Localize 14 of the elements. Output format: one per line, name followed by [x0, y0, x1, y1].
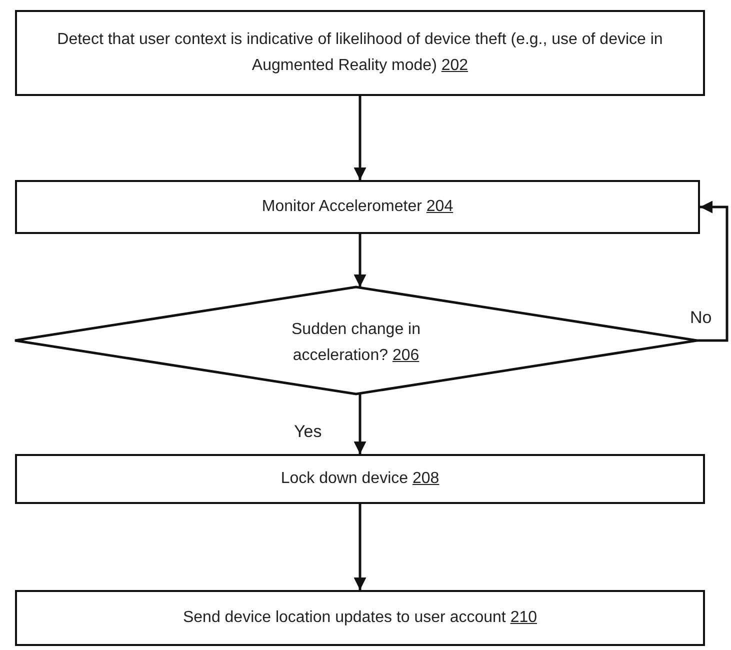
- step-label: Detect that user context is indicative of likelihood of device theft (e.g., use of device in Augmented Reality mode) 202: [56, 30, 664, 76]
- process-box: [15, 180, 700, 234]
- arrow: [354, 234, 366, 287]
- decision-label: Sudden change in acceleration? 206: [290, 320, 422, 366]
- process-box: [15, 10, 705, 96]
- step-label: Send device location updates to user account 210: [182, 608, 538, 628]
- process-box: [15, 454, 705, 504]
- arrow: [354, 394, 366, 454]
- step-label: Monitor Accelerometer 204: [262, 197, 454, 218]
- process-box: [15, 590, 705, 646]
- step-label: Lock down device 208: [280, 469, 440, 490]
- arrow: [697, 200, 728, 342]
- arrow: [354, 504, 366, 590]
- arrow: [354, 96, 366, 180]
